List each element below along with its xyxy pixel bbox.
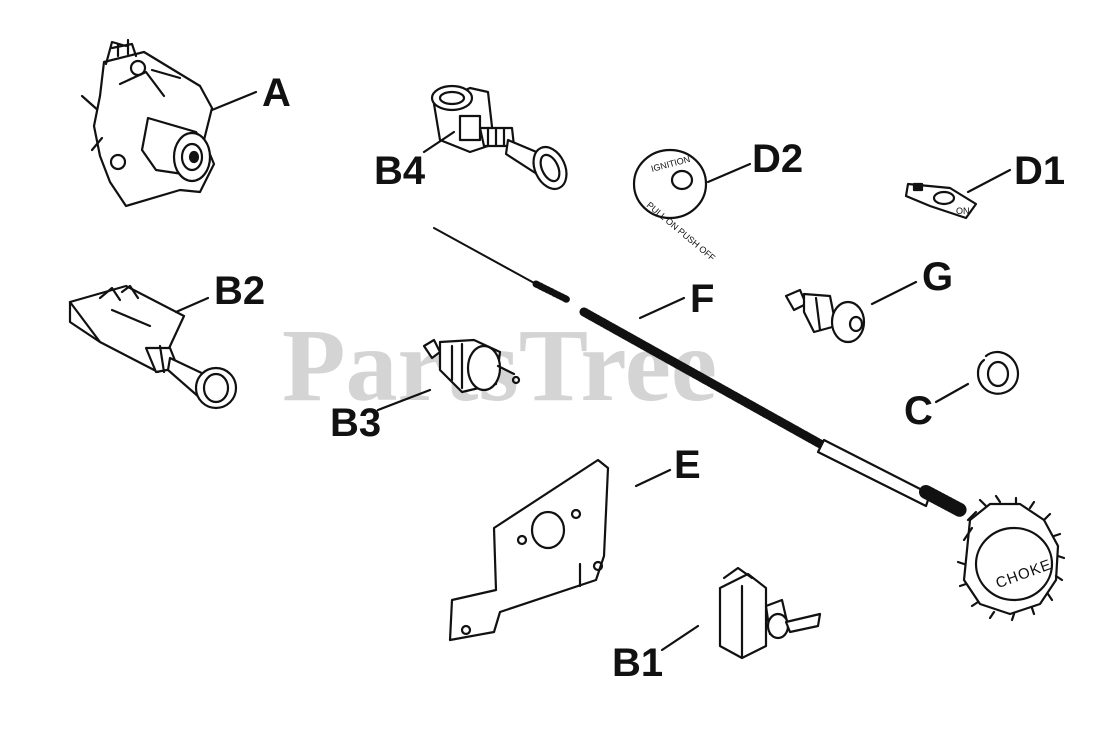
part-b3-push-switch: [422, 338, 521, 394]
part-d1-decal-plate: ON: [904, 182, 978, 220]
leader-g: [870, 280, 918, 306]
choke-knob: CHOKE: [956, 494, 1066, 622]
leader-a: [210, 90, 258, 112]
label-b3: B3: [330, 401, 381, 445]
label-d1: D1: [1014, 149, 1065, 193]
leader-f: [638, 296, 686, 320]
leader-b3: [376, 388, 432, 412]
part-e-mounting-bracket: [448, 458, 610, 642]
leader-b4: [422, 130, 456, 154]
label-b1: B1: [612, 641, 663, 685]
label-f: F: [690, 277, 714, 321]
leader-e: [634, 468, 672, 488]
leader-b1: [660, 624, 700, 652]
part-b4-push-pull-switch: [430, 84, 568, 191]
part-b2-knob-switch: [68, 284, 238, 410]
part-d2-ignition-decal: IGNITION PULL ON PUSH OFF: [632, 148, 718, 263]
part-c-snap-ring: [976, 350, 1020, 395]
label-c: C: [904, 389, 933, 433]
label-d2: D2: [752, 137, 803, 181]
label-b4: B4: [374, 149, 426, 193]
leader-d1: [966, 168, 1012, 194]
part-a-ignition-switch: [80, 38, 216, 208]
label-a: A: [262, 71, 291, 115]
leader-b2: [174, 296, 210, 314]
label-e: E: [674, 443, 701, 487]
label-b2: B2: [214, 269, 265, 313]
part-b1-toggle-switch: [718, 566, 822, 660]
part-g-indicator-lamp: [784, 288, 866, 344]
label-g: G: [922, 255, 953, 299]
leader-c: [934, 382, 970, 404]
leader-d2: [706, 162, 752, 184]
d1-decal-text: ON: [956, 206, 970, 216]
part-f-choke-cable: [433, 227, 967, 517]
